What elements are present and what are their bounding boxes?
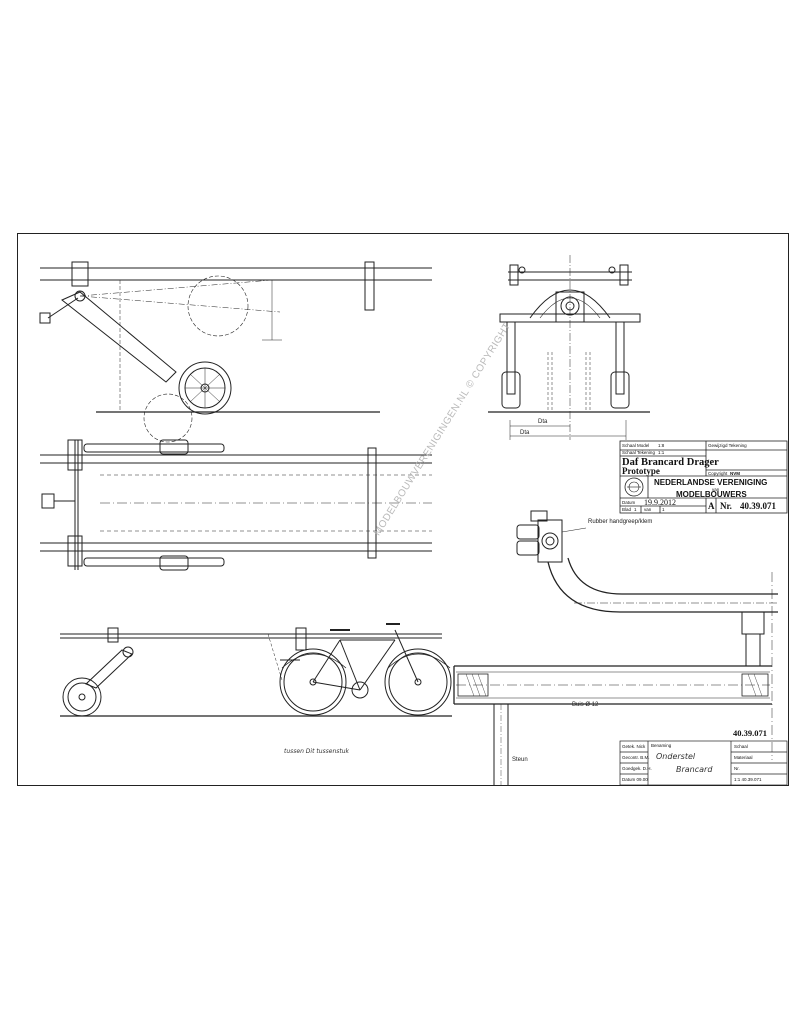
- revision-right-cell: 1:1 40.39.071: [734, 777, 762, 782]
- part-name-line-1: Onderstel: [656, 752, 696, 761]
- sheet-of-label: van: [644, 507, 652, 512]
- revision-row: Datum 09.00: [622, 777, 648, 782]
- assembly-annotation: tussen Dit tussenstuk: [284, 748, 350, 755]
- revision-block-frame: [619, 740, 788, 786]
- tube-annotation: Buis Ø 12: [572, 702, 599, 708]
- nvm-logo: [624, 477, 644, 497]
- org-name-line-3: MODELBOUWERS: [676, 490, 747, 499]
- side-view-folding-arm: [39, 261, 432, 443]
- scale-model-value: 1:8: [658, 443, 665, 448]
- sheet-number: 40.39.071: [733, 728, 767, 738]
- revision-label: Gewijzigd Tekening: [708, 443, 747, 448]
- org-name-line-2: van: [712, 487, 720, 492]
- revision-right-cell: Schaal: [734, 744, 748, 749]
- title-block-frame: [619, 440, 788, 514]
- copyright-value: NVM: [730, 471, 740, 476]
- sheet-value: 1: [634, 507, 637, 512]
- number-label: Nr.: [720, 501, 732, 511]
- revision-row: Getek. Nick: [622, 744, 646, 749]
- scale-drawing-label: Schaal Tekening: [622, 450, 655, 455]
- scale-model-label: Schaal Model: [622, 443, 650, 448]
- part-name-line-2: Brancard: [676, 765, 713, 774]
- paper-format: A: [708, 501, 715, 511]
- drawing-number: 40.39.071: [740, 501, 776, 511]
- scale-drawing-value: 1:1: [658, 450, 665, 455]
- revision-row: Goedgek. D.H.: [622, 766, 652, 771]
- handle-annotation: Rubber handgreep/klem: [588, 519, 653, 525]
- revision-right-cell: Materiaal: [734, 755, 753, 760]
- drawing-title-line-2: Prototype: [622, 466, 660, 476]
- revision-right-cell: Nr.: [734, 766, 740, 771]
- drawing-title-line-1: Daf Brancard Drager: [622, 457, 719, 468]
- date-value: 19.9.2012: [644, 498, 676, 507]
- bicycle-assembly-view: [60, 623, 452, 717]
- org-name-line-1: NEDERLANDSE VERENIGING: [654, 478, 768, 487]
- dimension-label: Dta: [520, 430, 530, 436]
- sheet-label: Blad: [622, 507, 632, 512]
- front-view: [488, 255, 650, 440]
- sheet-total: 1: [662, 507, 665, 512]
- enlarged-detail-view: [453, 510, 778, 786]
- support-annotation: Steun: [512, 757, 528, 763]
- copyright-label: Copyright: [708, 471, 728, 476]
- plan-view: [40, 439, 432, 571]
- dimension-label: Dta: [538, 419, 548, 425]
- part-label: Benaming: [651, 743, 672, 748]
- revision-row: Gecontr. B.M.: [622, 755, 650, 760]
- date-label: Datum: [622, 500, 636, 505]
